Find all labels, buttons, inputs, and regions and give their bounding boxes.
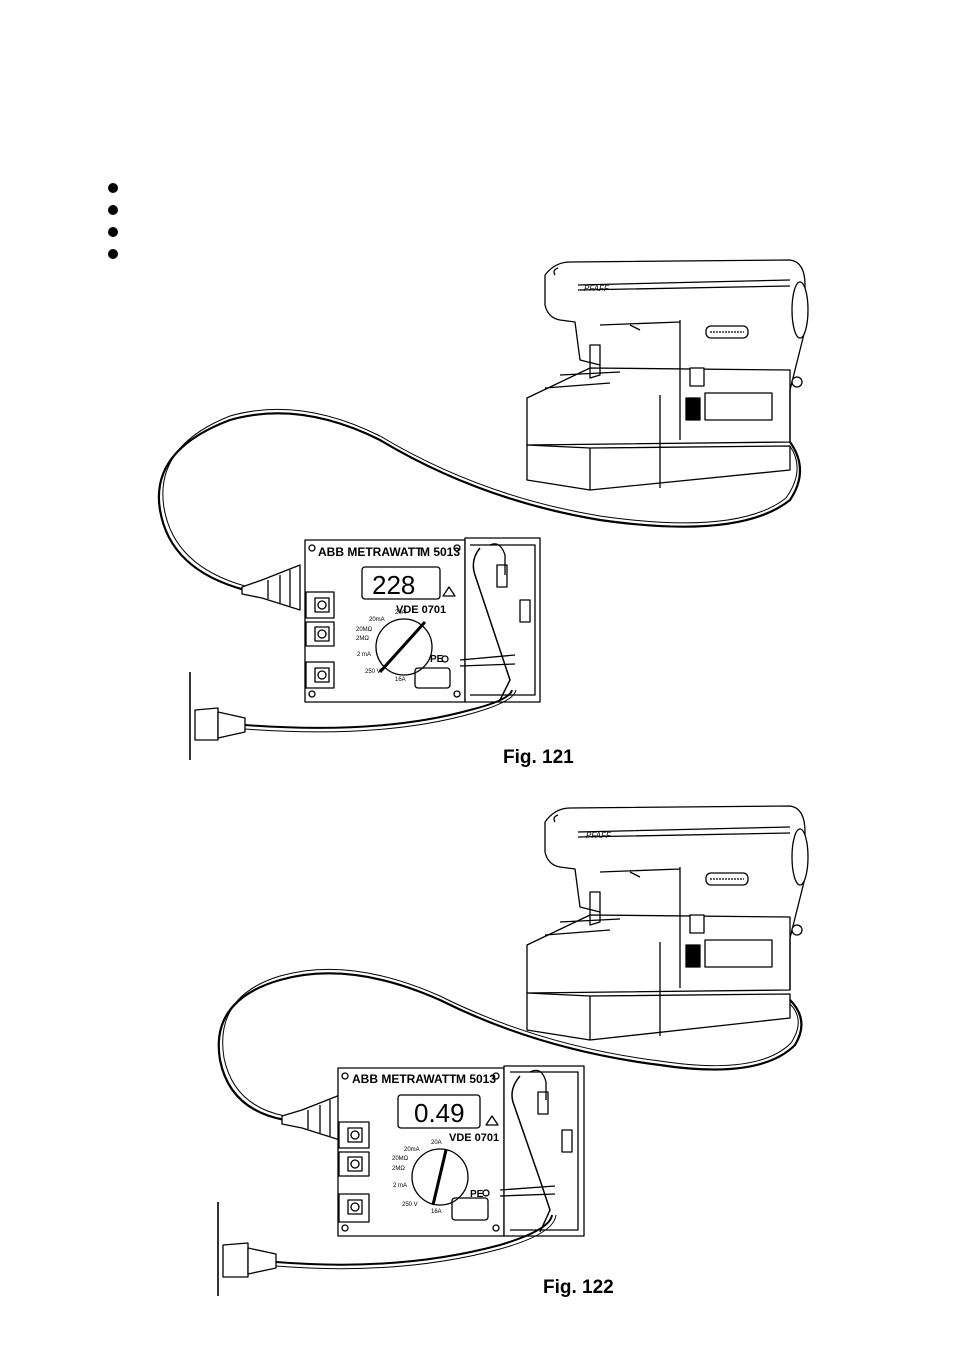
figure-caption-121: Fig. 121	[503, 747, 574, 768]
sewing-machine-122	[526, 805, 809, 1041]
dial-label-121: 2MΩ	[356, 636, 369, 642]
dial-label-122: 250 V	[402, 1202, 418, 1208]
brand-label-121: PFAFF	[584, 284, 610, 293]
bullet-1	[108, 183, 118, 193]
meter-brand-121: ABB METRAWATT	[318, 545, 423, 559]
meter-standard-121: VDE 0701	[396, 604, 446, 616]
test-meter-121	[304, 537, 541, 703]
meter-brand-122: ABB METRAWATT	[352, 1072, 457, 1086]
meter-pe-122: PE	[470, 1189, 484, 1200]
meter-model-121: M 5013	[420, 545, 460, 559]
dial-label-122: 20mA	[404, 1147, 420, 1153]
dial-label-121: 2 mA	[357, 652, 371, 658]
dial-label-121: 20MΩ	[356, 627, 373, 633]
sewing-machine-121	[526, 259, 809, 491]
meter-standard-122: VDE 0701	[449, 1132, 499, 1144]
brand-label-122: PFAFF	[586, 831, 612, 840]
dial-label-121: 20A	[395, 610, 406, 616]
dial-label-122: 20MΩ	[392, 1156, 409, 1162]
meter-model-122: M 5013	[456, 1072, 496, 1086]
test-meter-122	[337, 1065, 585, 1237]
meter-display-121: 228	[372, 570, 415, 600]
figure-caption-122: Fig. 122	[543, 1277, 614, 1298]
meter-pe-121: PE	[430, 654, 444, 665]
dial-label-122: 20A	[431, 1140, 442, 1146]
bullet-2	[108, 205, 118, 215]
bullet-4	[108, 249, 118, 259]
dial-label-122: 2 mA	[393, 1183, 407, 1189]
dial-label-121: 250 V	[365, 669, 381, 675]
dial-label-122: 16A	[431, 1209, 442, 1215]
dial-label-121: 16A	[395, 677, 406, 683]
meter-display-122: 0.49	[414, 1098, 465, 1128]
bullet-3	[108, 227, 118, 237]
dial-label-121: 20mA	[369, 617, 385, 623]
dial-label-122: 2MΩ	[392, 1166, 405, 1172]
